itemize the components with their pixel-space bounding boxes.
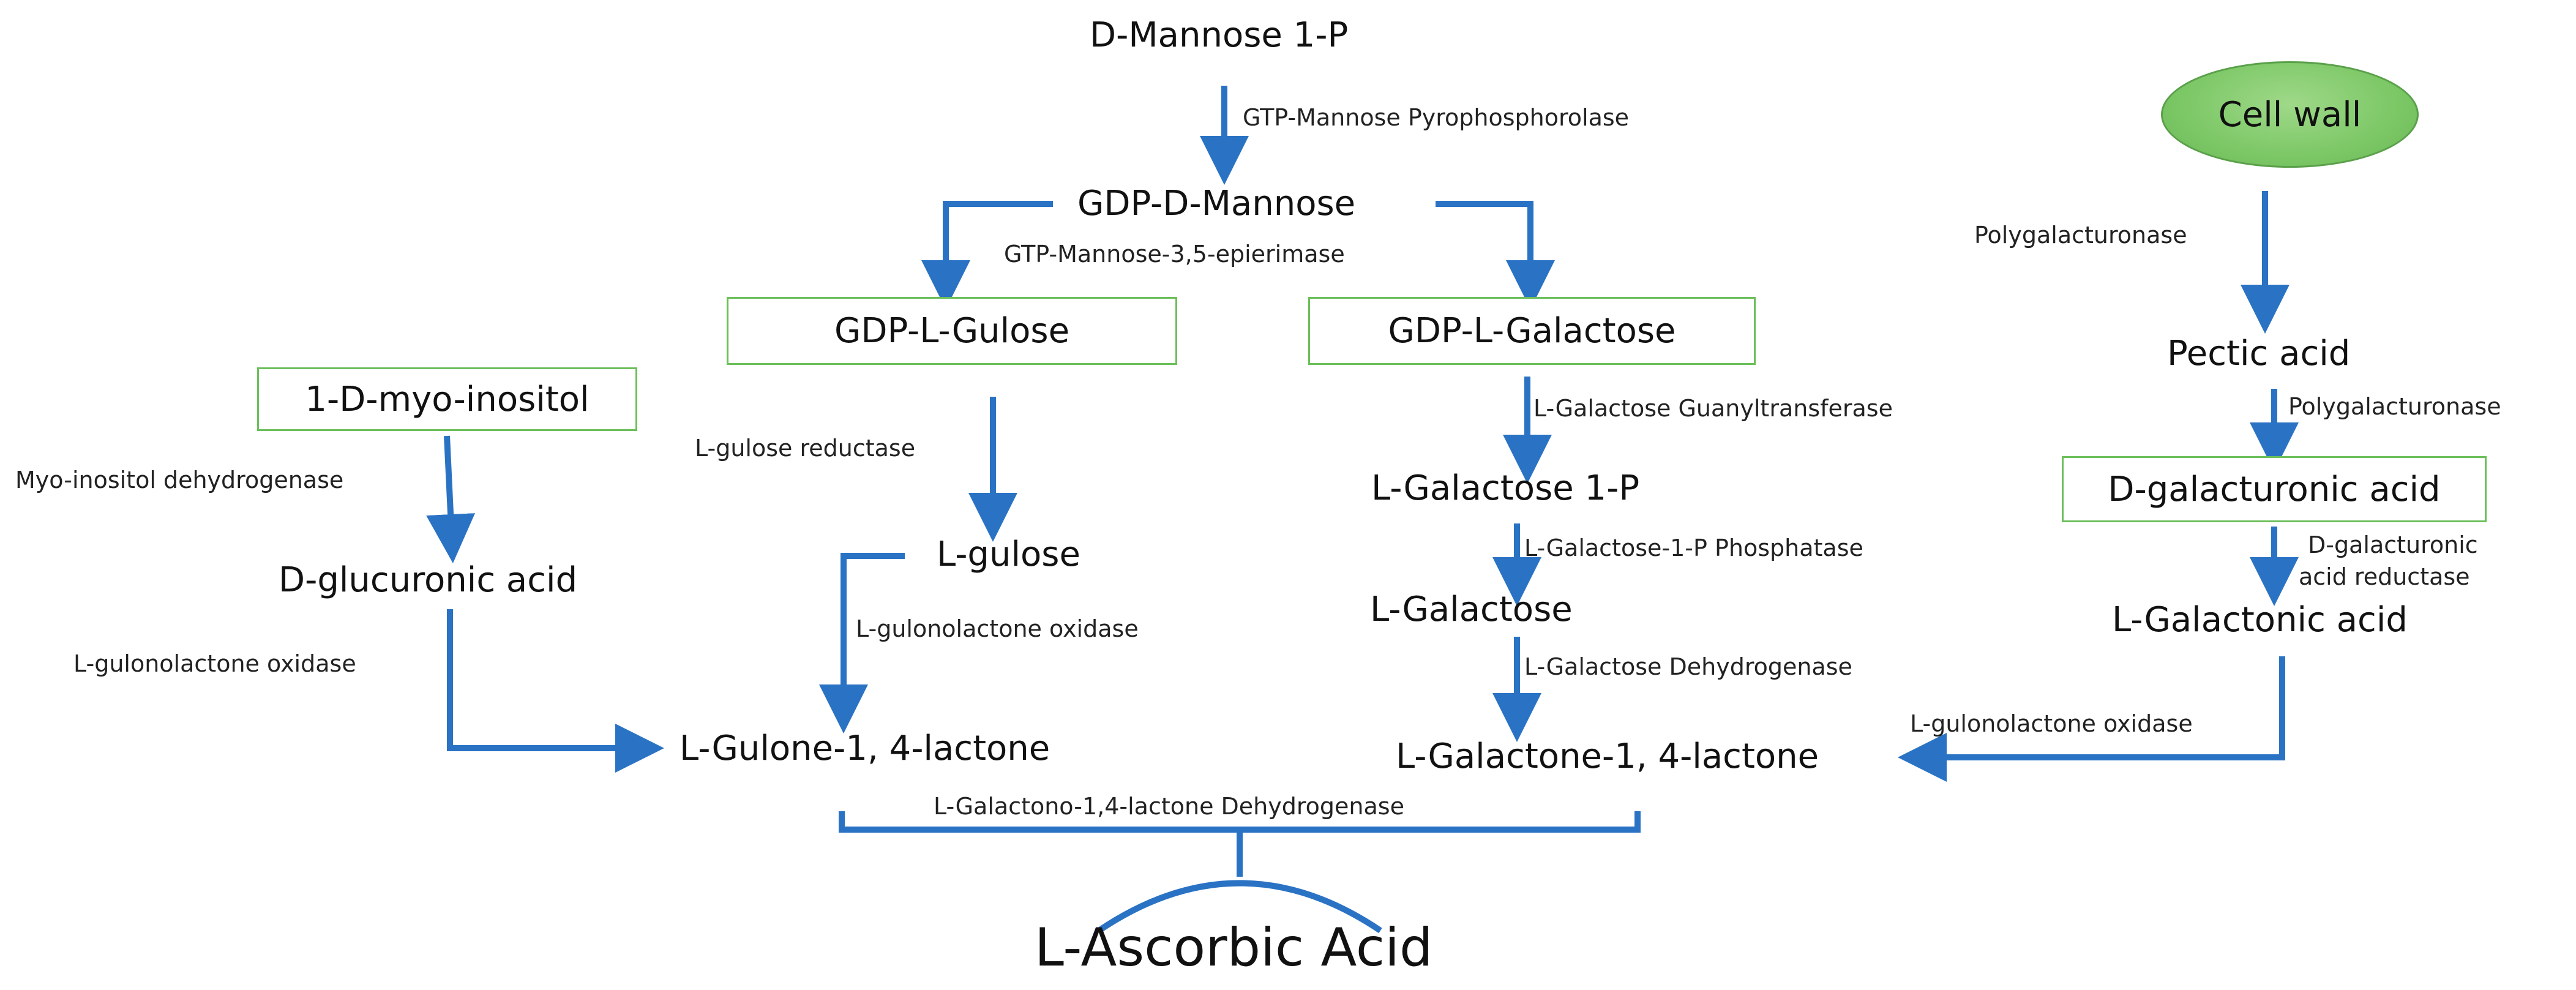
node-l-galactose: L-Galactose	[1370, 590, 1573, 629]
label-l-gulonolactone-oxidase-left: L-gulonolactone oxidase	[73, 650, 356, 677]
node-l-gulone-lactone: L-Gulone-1, 4-lactone	[680, 729, 1050, 768]
node-cell-wall: Cell wall	[2161, 61, 2419, 168]
node-d-galacturonic-acid: D-galacturonic acid	[2062, 456, 2487, 522]
label-myo-inositol-dehydrogenase: Myo-inositol dehydrogenase	[15, 467, 344, 493]
arrow-gdpmannose-to-gdpgulose	[921, 201, 1053, 309]
arc-to-ascorbic	[1097, 880, 1382, 934]
node-gdp-l-gulose: GDP-L-Gulose	[727, 297, 1177, 365]
arrow-inositol-to-glucuronic	[426, 435, 476, 563]
arrow-galactonic-to-galactonelactone	[1898, 656, 2285, 782]
label-l-galactono-lactone-dehydrogenase: L-Galactono-1,4-lactone Dehydrogenase	[934, 793, 1404, 820]
label-l-gulose-reductase: L-gulose reductase	[695, 435, 916, 462]
label-gtp-mannose-pyrophosphorolase: GTP-Mannose Pyrophosphorolase	[1243, 104, 1630, 131]
node-l-galactose-1p: L-Galactose 1-P	[1371, 468, 1640, 508]
node-l-gulose: L-gulose	[937, 534, 1080, 574]
arrow-gdpmannose-to-gdpgalactose	[1436, 201, 1555, 309]
label-d-galacturonic-reductase-2: acid reductase	[2299, 563, 2470, 590]
node-l-galactone-lactone: L-Galactone-1, 4-lactone	[1396, 737, 1819, 776]
label-l-gulonolactone-oxidase-right: L-gulonolactone oxidase	[1910, 710, 2193, 737]
label-polygalacturonase-1: Polygalacturonase	[1974, 222, 2187, 249]
node-d-mannose-1p: D-Mannose 1-P	[1090, 15, 1349, 55]
node-myo-inositol: 1-D-myo-inositol	[257, 367, 637, 431]
label-l-galactose-1p-phosphatase: L-Galactose-1-P Phosphatase	[1524, 534, 1863, 561]
node-gdp-d-mannose: GDP-D-Mannose	[1077, 184, 1356, 223]
node-l-galactonic-acid: L-Galactonic acid	[2112, 600, 2408, 640]
label-gtp-mannose-epimerase: GTP-Mannose-3,5-epierimase	[1004, 241, 1345, 268]
arrow-glucuronic-to-gulonelactone	[447, 609, 664, 773]
label-l-galactose-dehydrogenase: L-Galactose Dehydrogenase	[1524, 653, 1852, 680]
label-d-galacturonic-reductase-1: D-galacturonic	[2308, 531, 2478, 558]
node-l-ascorbic-acid: L-Ascorbic Acid	[1035, 917, 1433, 978]
label-l-gulonolactone-oxidase-mid: L-gulonolactone oxidase	[856, 615, 1139, 642]
label-polygalacturonase-2: Polygalacturonase	[2288, 393, 2501, 420]
bracket-to-ascorbic	[839, 811, 1641, 877]
node-gdp-l-galactose: GDP-L-Galactose	[1308, 297, 1756, 365]
node-d-glucuronic-acid: D-glucuronic acid	[279, 560, 578, 600]
label-l-galactose-guanyltransferase: L-Galactose Guanyltransferase	[1533, 395, 1893, 422]
node-pectic-acid: Pectic acid	[2167, 334, 2351, 373]
arrow-lgulose-to-gulonelactone	[819, 553, 905, 733]
